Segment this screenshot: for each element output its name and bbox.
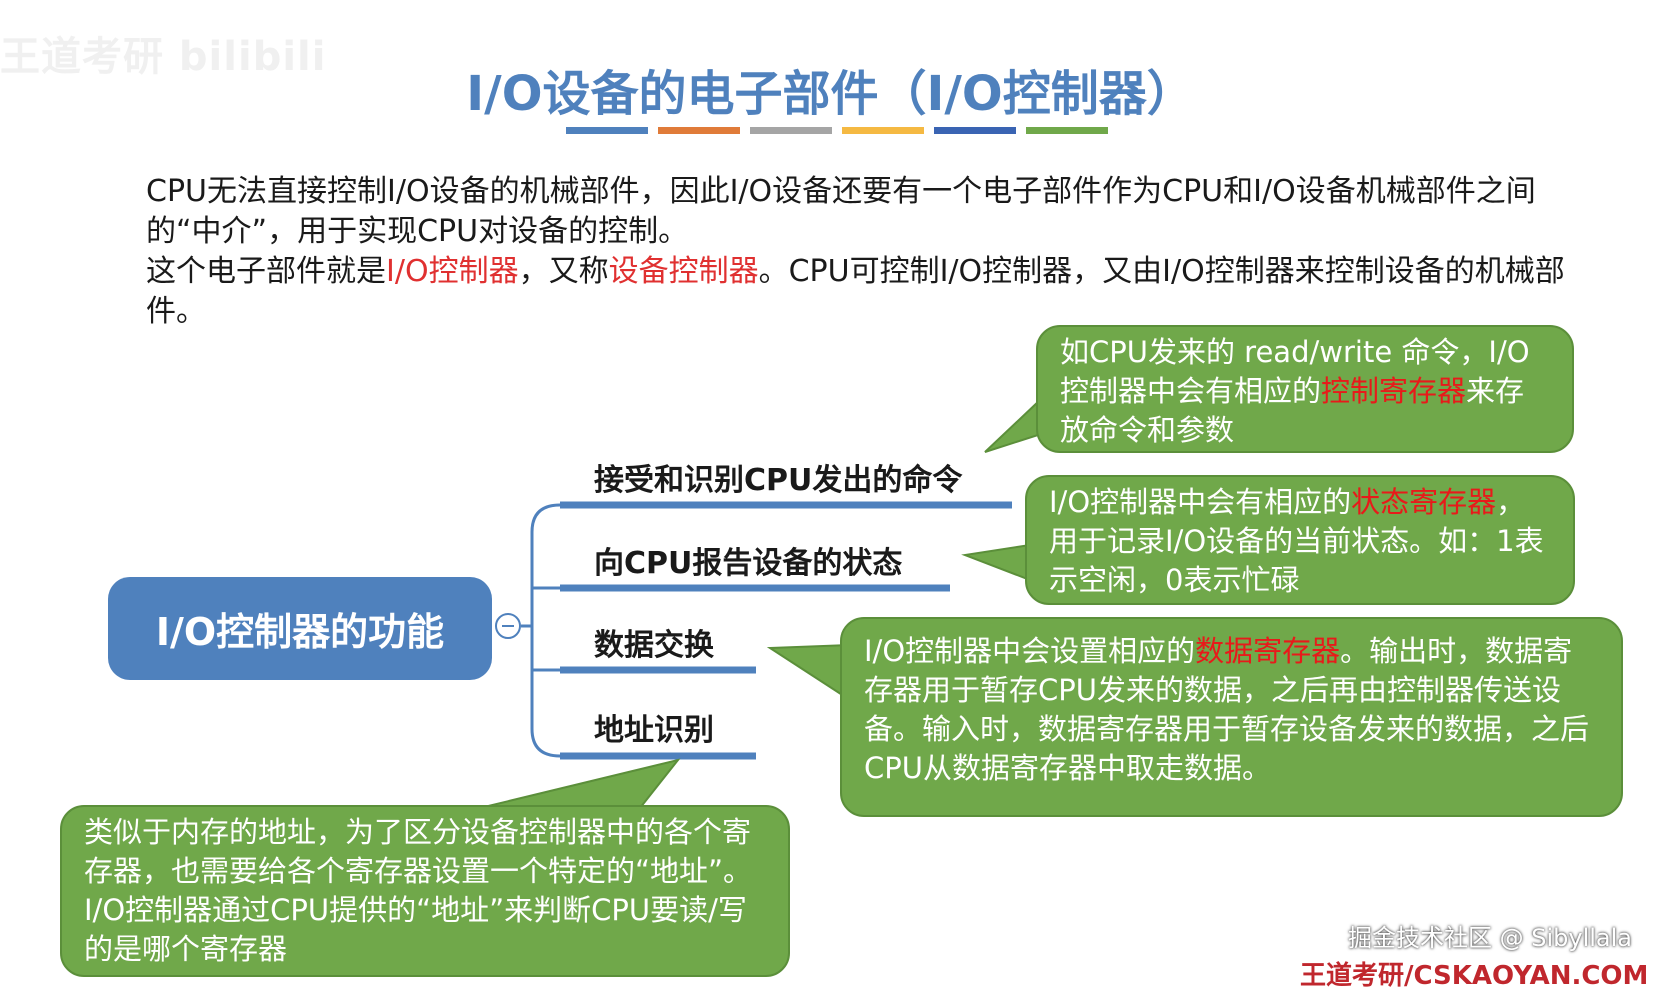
highlight-device-controller: 设备控制器 [608, 254, 759, 289]
bubble-address-register: 类似于内存的地址，为了区分设备控制器中的各个寄存器，也需要给各个寄存器设置一个特… [60, 805, 790, 977]
title-bar-6 [1026, 127, 1108, 134]
bubble-pointer-2 [961, 543, 1031, 582]
title-bar-4 [842, 127, 924, 134]
bubble2-text-b: ，用于记录I/O设备的当前状态。如：1表示空闲，0表示忙碌 [1049, 485, 1544, 597]
watermark: 王道考研 bilibili [0, 34, 327, 80]
bubble-pointer-3 [766, 643, 851, 702]
bubble-data-register: I/O控制器中会设置相应的数据寄存器。输出时，数据寄存器用于暂存CPU发来的数据… [840, 617, 1623, 817]
intro-paragraph-2: 这个电子部件就是I/O控制器，又称设备控制器。CPU可控制I/O控制器，又由I/… [146, 252, 1586, 332]
footer-brand: 王道考研/CSKAOYAN.COM [1300, 961, 1649, 991]
branch-receive-commands[interactable]: 接受和识别CPU发出的命令 [594, 463, 963, 498]
bubble2-highlight: 状态寄存器 [1351, 485, 1497, 519]
title-bar-2 [658, 127, 740, 134]
footer-credit: 掘金技术社区 @ Sibyllala [1348, 924, 1633, 952]
bubble3-text-b: 。输出时，数据寄存器用于暂存CPU发来的数据，之后再由控制器传送设备。输入时，数… [864, 634, 1590, 785]
intro-text: CPU无法直接控制I/O设备的机械部件，因此I/O设备还要有一个电子部件作为CP… [146, 172, 1586, 332]
branch-data-exchange[interactable]: 数据交换 [594, 628, 714, 663]
bubble1-text-b: 来存放命令和参数 [1060, 374, 1525, 447]
branch-report-status[interactable]: 向CPU报告设备的状态 [594, 546, 903, 581]
title-bar-1 [566, 127, 648, 134]
bubble-status-register: I/O控制器中会有相应的状态寄存器，用于记录I/O设备的当前状态。如：1表示空闲… [1025, 475, 1575, 605]
bubble4-text: 类似于内存的地址，为了区分设备控制器中的各个寄存器，也需要给各个寄存器设置一个特… [84, 815, 753, 966]
bubble-pointer-4 [479, 758, 681, 809]
connector-trunk [530, 503, 561, 758]
intro-text-a: 这个电子部件就是 [146, 254, 386, 289]
mindmap-root-node[interactable]: I/O控制器的功能 [108, 577, 492, 680]
branch-address-recognition[interactable]: 地址识别 [594, 713, 714, 748]
bubble2-text-a: I/O控制器中会有相应的 [1049, 485, 1352, 519]
bubble-control-register: 如CPU发来的 read/write 命令，I/O控制器中会有相应的控制寄存器来… [1036, 325, 1574, 453]
collapse-toggle-icon[interactable] [495, 613, 521, 639]
slide-title: I/O设备的电子部件（I/O控制器） [466, 66, 1195, 122]
intro-text-b: ，又称 [518, 254, 609, 289]
bubble3-highlight: 数据寄存器 [1195, 634, 1341, 668]
bubble1-text-a: 如CPU发来的 read/write 命令，I/O控制器中会有相应的 [1060, 335, 1530, 408]
bubble3-text-a: I/O控制器中会设置相应的 [864, 634, 1196, 668]
intro-paragraph-1: CPU无法直接控制I/O设备的机械部件，因此I/O设备还要有一个电子部件作为CP… [146, 174, 1536, 249]
bubble1-highlight: 控制寄存器 [1321, 374, 1467, 408]
title-bar-5 [934, 127, 1016, 134]
title-underline-bars [566, 127, 1108, 134]
highlight-io-controller: I/O控制器 [386, 254, 519, 289]
intro-text-c: 。CPU可控制I/O控制器，又由I/O控制器来控制设备的机械部件。 [146, 254, 1565, 329]
title-bar-3 [750, 127, 832, 134]
